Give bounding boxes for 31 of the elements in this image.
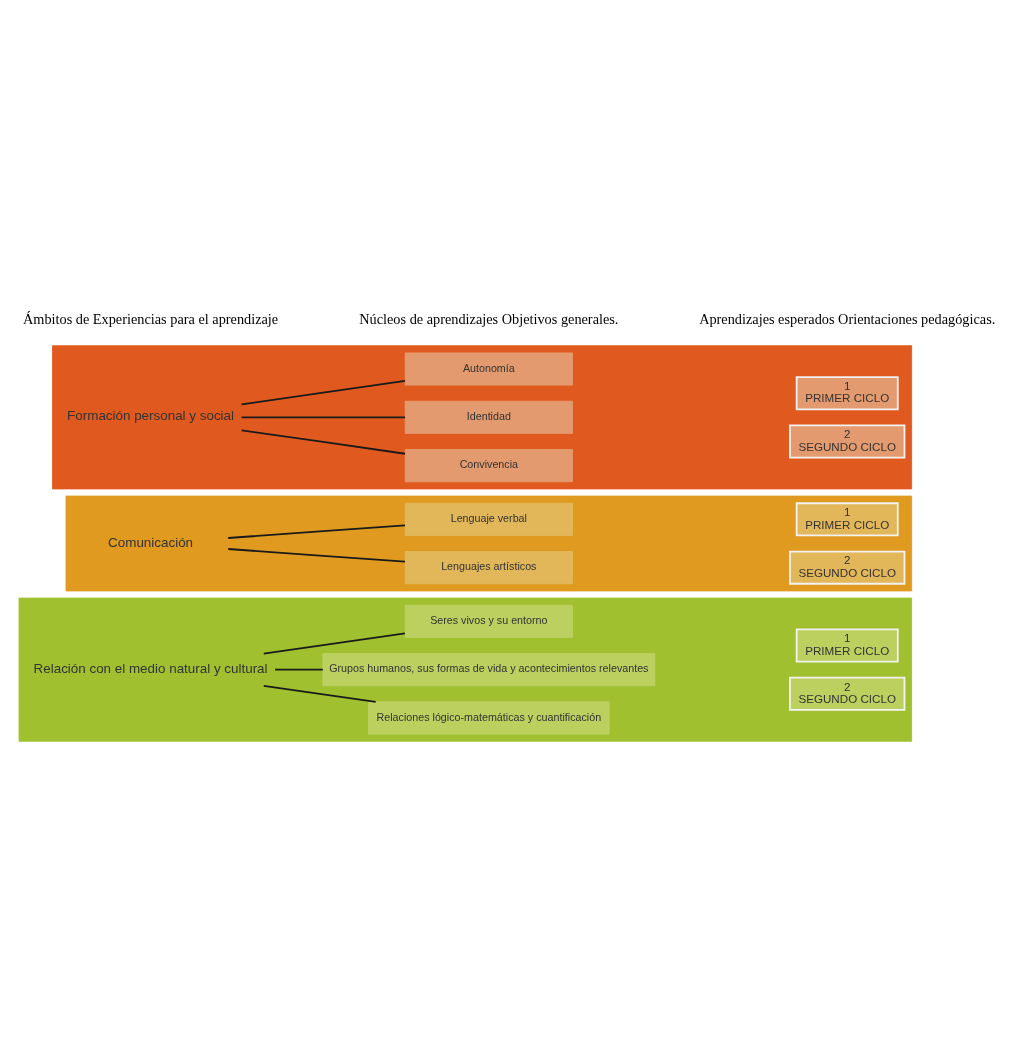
connector [262,684,377,703]
node-box: 2 SEGUNDO CICLO [789,550,906,585]
connector [240,428,406,455]
node-box: Convivencia [404,448,573,482]
node-box: Identidad [404,400,573,434]
cluster [18,597,913,742]
label: Aprendizajes esperados Orientaciones pedagógicas. [699,310,996,327]
connector [274,668,324,671]
node-text: Relación con el medio natural y cultural [33,660,268,676]
label: Ámbitos de Experiencias para el aprendizaje [22,310,279,327]
node-text: Comunicación [108,534,194,550]
node-box: Seres vivos y su entorno [404,604,573,638]
cluster [65,495,913,591]
node-box: 2 SEGUNDO CICLO [789,676,906,711]
node-text: Formación personal y social [67,407,235,423]
connector [262,631,406,654]
connector [240,415,406,418]
node-box: Relaciones lógico-matemáticas y cuantificación [368,700,610,735]
node-box: 2 SEGUNDO CICLO [789,424,906,458]
node-box: Autonomía [404,351,573,386]
label: Núcleos de aprendizajes Objetivos generales. [359,310,619,327]
node-box: 1 PRIMER CICLO [795,375,899,410]
node-box: 1 PRIMER CICLO [795,501,899,536]
node-box: Lenguajes artísticos [404,550,573,584]
connector [240,379,406,405]
connector [227,523,406,539]
cluster [52,344,913,489]
node-box: 1 PRIMER CICLO [795,628,899,662]
node-box: Lenguaje verbal [404,502,573,536]
node-box: Grupos humanos, sus formas de vida y acontecimientos relevantes [322,652,656,686]
connector [227,547,406,563]
